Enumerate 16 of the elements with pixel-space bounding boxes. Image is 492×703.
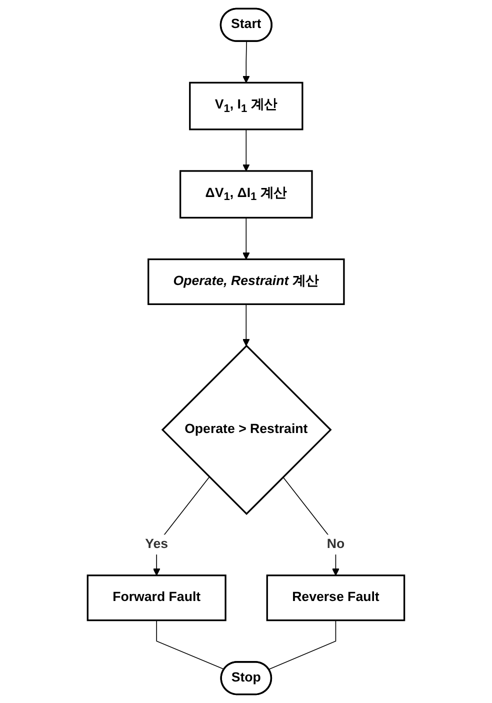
node-box: Forward Fault: [86, 574, 226, 622]
connector: [156, 620, 225, 670]
arrow: [242, 41, 250, 84]
node-box: Operate, Restraint 계산: [148, 258, 345, 306]
edge-label: Yes: [145, 537, 168, 552]
connector: [268, 620, 336, 670]
arrow: [242, 129, 250, 172]
node-diamond: Operate > Restraint: [161, 344, 332, 516]
arrow: [242, 217, 250, 260]
node-box: ΔV$_{1}$, ΔI$_{1}$ 계산: [180, 170, 313, 219]
arrow: [242, 304, 250, 346]
node-box: Reverse Fault: [266, 574, 406, 622]
edge-label: No: [326, 537, 345, 552]
arrow: [282, 476, 340, 576]
arrow: [152, 476, 210, 576]
node-box: V$_{1}$, I$_{1}$ 계산: [189, 82, 304, 130]
